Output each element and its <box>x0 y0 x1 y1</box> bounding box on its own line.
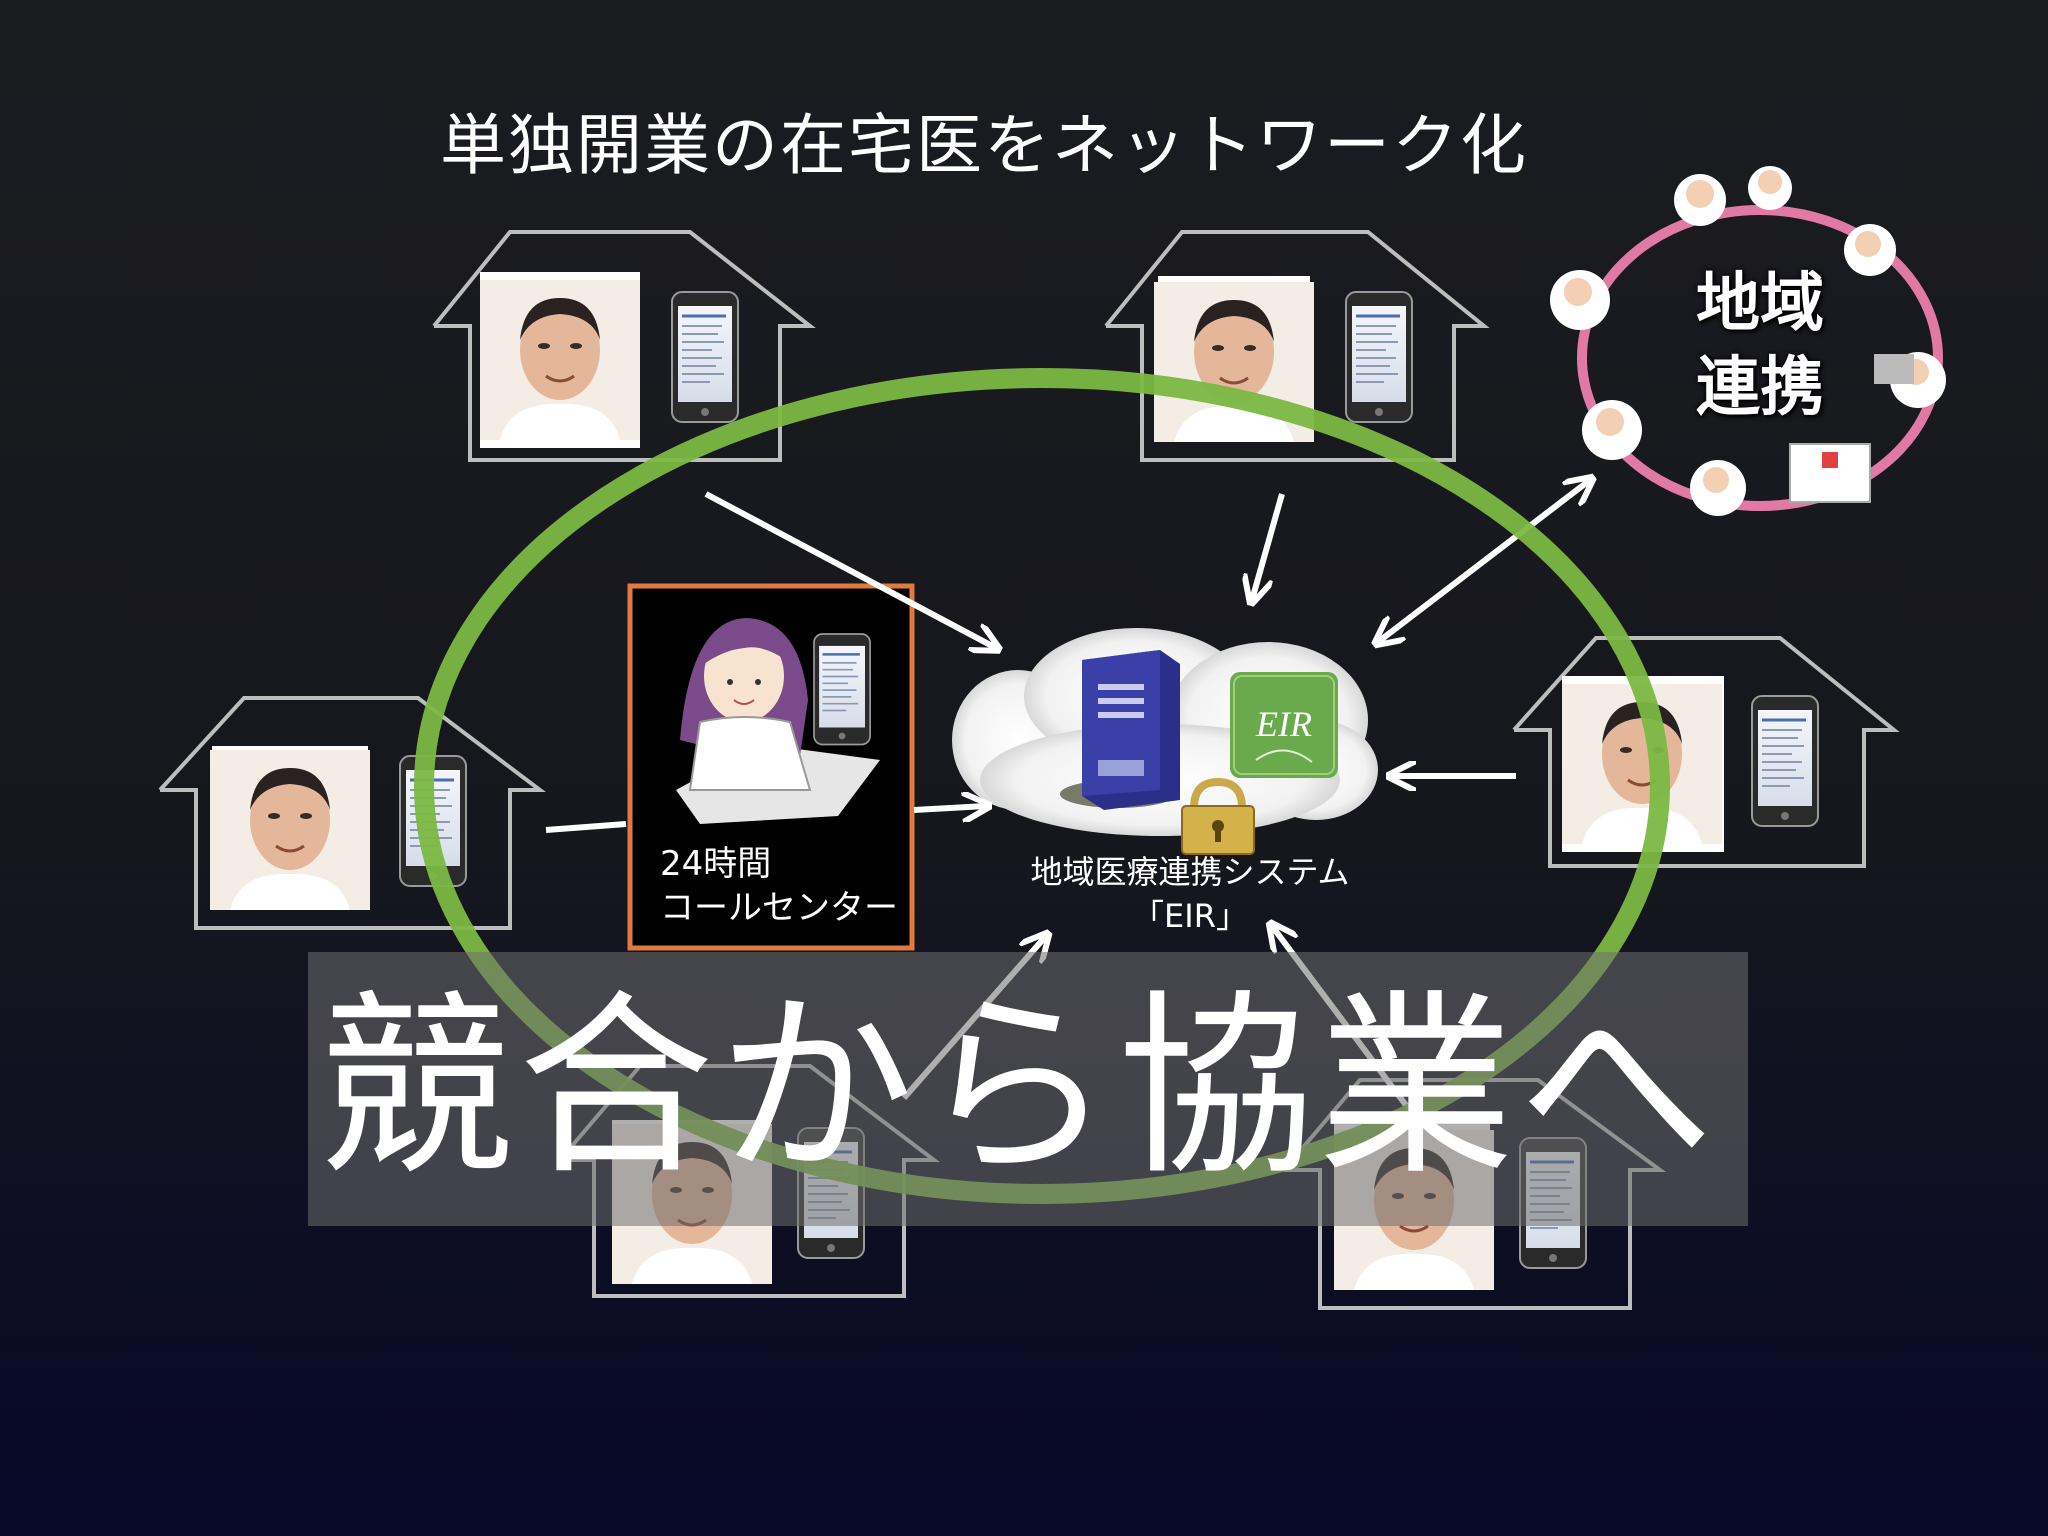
region-ring <box>1550 166 1946 516</box>
server-icon <box>1060 650 1180 810</box>
region-label: 地域 連携 <box>1660 262 1860 430</box>
eir-logo-icon: EIR <box>1230 672 1338 778</box>
operator-icon <box>676 618 880 824</box>
house-left <box>158 696 546 930</box>
svg-text:EIR: EIR <box>1255 704 1312 744</box>
padlock-icon <box>1181 777 1255 855</box>
arrow-left <box>545 821 627 833</box>
call-center-box <box>627 583 915 951</box>
system-label: 地域医療連携システム 「EIR」 <box>990 850 1390 938</box>
house-top-center <box>1104 230 1490 462</box>
system-label-line1: 地域医療連携システム <box>1030 853 1350 891</box>
smartphone-icon <box>812 632 872 746</box>
house-outline-icon <box>158 696 546 930</box>
house-right <box>1512 636 1900 868</box>
region-cartoon-icon <box>1550 166 1946 516</box>
house-outline-icon <box>1104 230 1490 462</box>
house-outline-icon <box>1512 636 1900 868</box>
house-top-left <box>432 230 816 462</box>
region-label-line2: 連携 <box>1696 351 1824 425</box>
call-center-label: 24時間 コールセンター <box>660 842 898 930</box>
slide-title: 単独開業の在宅医をネットワーク化 <box>440 107 1528 184</box>
arrow-top-left <box>704 491 996 648</box>
smartphone-icon <box>1344 290 1414 424</box>
banner-text: 競合から協業へ <box>318 974 1719 1202</box>
call-center-label-line2: コールセンター <box>660 888 898 928</box>
region-label-line1: 地域 <box>1696 267 1824 341</box>
smartphone-icon <box>1750 694 1820 828</box>
arrow-callcenter <box>913 806 986 810</box>
smartphone-icon <box>670 290 740 424</box>
arrow-region <box>1378 480 1590 642</box>
banner-background <box>308 952 1748 1226</box>
call-center-label-line1: 24時間 <box>660 844 772 884</box>
arrow-top-center <box>1252 493 1285 600</box>
house-outline-icon <box>432 230 816 462</box>
system-label-line2: 「EIR」 <box>1132 897 1248 935</box>
